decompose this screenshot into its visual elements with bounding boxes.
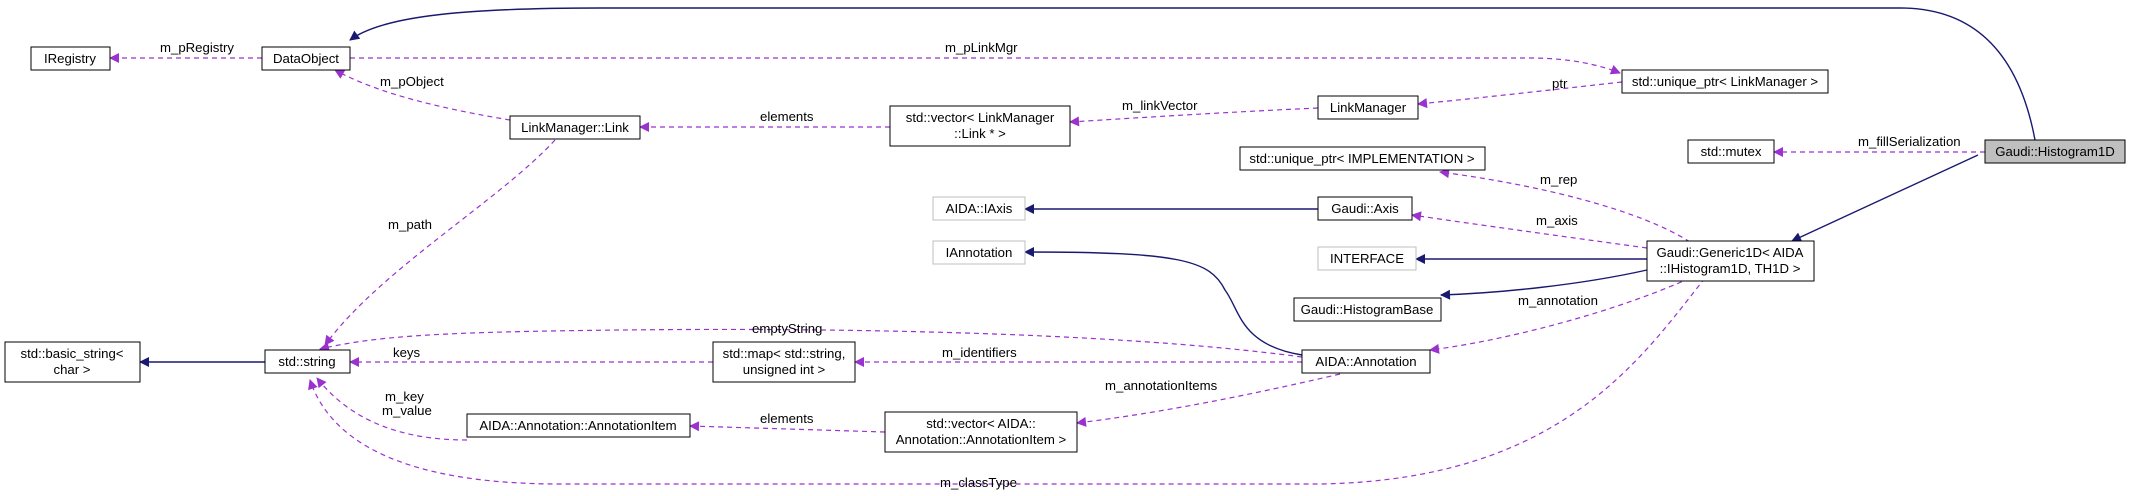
edge-aidaannotation-to-iannotation <box>1024 247 1303 356</box>
label-m-path: m_path <box>388 217 432 232</box>
edge-emptystring <box>319 328 1303 358</box>
node-std-mutex-label: std::mutex <box>1701 144 1762 159</box>
label-m-linkvector: m_linkVector <box>1122 98 1198 113</box>
usage-edges <box>109 53 1985 485</box>
node-dataobject-label: DataObject <box>273 51 339 66</box>
node-vector-annotationitem[interactable]: std::vector< AIDA:: Annotation::Annotati… <box>884 411 1078 453</box>
node-vector-link[interactable]: std::vector< LinkManager ::Link * > <box>889 105 1071 147</box>
label-keys: keys <box>393 345 421 360</box>
node-gaudi-histogrambase[interactable]: Gaudi::HistogramBase <box>1293 297 1442 322</box>
node-std-basic-string[interactable]: std::basic_string< char > <box>4 341 141 383</box>
node-vector-annotationitem-label-line1: std::vector< AIDA:: <box>926 416 1036 431</box>
edge-labels: m_pRegistry m_pLinkMgr m_pObject element… <box>160 40 1961 490</box>
label-m-fillserialization: m_fillSerialization <box>1858 134 1961 149</box>
edge-m-plinkmgr <box>350 57 1621 75</box>
node-iannotation[interactable]: IAnnotation <box>932 240 1026 265</box>
edge-elements-item <box>689 421 886 433</box>
edge-m-annotation <box>1429 277 1691 354</box>
label-ptr: ptr <box>1552 76 1568 91</box>
edge-m-axis <box>1411 211 1648 249</box>
node-aida-iaxis-label: AIDA::IAxis <box>946 201 1013 216</box>
node-aida-annotation[interactable]: AIDA::Annotation <box>1301 349 1431 374</box>
label-m-axis: m_axis <box>1536 213 1578 228</box>
edge-m-linkvector <box>1069 107 1319 127</box>
node-dataobject[interactable]: DataObject <box>261 46 351 71</box>
node-gaudi-generic1d-label-line1: Gaudi::Generic1D< AIDA <box>1657 245 1804 260</box>
edge-m-annotationitems <box>1076 373 1341 427</box>
node-std-string-label: std::string <box>278 354 335 369</box>
edge-ptr <box>1417 81 1623 109</box>
node-linkmanager-link-label: LinkManager::Link <box>521 120 629 135</box>
nodes: Gaudi::Histogram1D DataObject IRegistry … <box>4 46 2126 453</box>
label-m-value: m_value <box>382 403 432 418</box>
node-annotationitem-label: AIDA::Annotation::AnnotationItem <box>479 418 676 433</box>
node-iregistry[interactable]: IRegistry <box>30 46 111 71</box>
label-m-annotationitems: m_annotationItems <box>1105 378 1218 393</box>
node-gaudi-axis-label: Gaudi::Axis <box>1331 201 1399 216</box>
node-iannotation-label: IAnnotation <box>946 245 1013 260</box>
node-interface[interactable]: INTERFACE <box>1317 246 1417 271</box>
node-gaudi-histogram1d[interactable]: Gaudi::Histogram1D <box>1984 139 2126 164</box>
node-gaudi-generic1d-label-line2: ::IHistogram1D, TH1D > <box>1660 261 1801 276</box>
node-std-string[interactable]: std::string <box>264 349 351 374</box>
node-vector-link-label-line1: std::vector< LinkManager <box>906 110 1055 125</box>
node-std-map[interactable]: std::map< std::string, unsigned int > <box>712 341 856 383</box>
label-elements-item: elements <box>760 411 814 426</box>
label-emptystring: emptyString <box>752 321 822 336</box>
node-std-basic-string-label-line1: std::basic_string< <box>21 346 124 361</box>
node-gaudi-generic1d[interactable]: Gaudi::Generic1D< AIDA ::IHistogram1D, T… <box>1646 240 1815 282</box>
label-elements-link: elements <box>760 109 814 124</box>
edge-m-pobject <box>334 69 511 121</box>
label-m-identifiers: m_identifiers <box>942 345 1017 360</box>
node-gaudi-histogram1d-label: Gaudi::Histogram1D <box>1995 144 2114 159</box>
label-m-pobject: m_pObject <box>380 74 444 89</box>
node-vector-annotationitem-label-line2: Annotation::AnnotationItem > <box>896 432 1067 447</box>
edge-generic1d-to-histogrambase <box>1440 269 1648 300</box>
node-gaudi-axis[interactable]: Gaudi::Axis <box>1317 196 1413 221</box>
label-m-plinkmgr: m_pLinkMgr <box>945 40 1018 55</box>
label-m-rep: m_rep <box>1540 172 1577 187</box>
node-std-basic-string-label-line2: char > <box>53 362 90 377</box>
edge-m-classtype <box>308 277 1706 485</box>
edge-histogram1d-to-dataobject <box>349 7 2036 141</box>
node-interface-label: INTERFACE <box>1330 251 1404 266</box>
node-vector-link-label-line2: ::Link * > <box>954 126 1006 141</box>
node-std-map-label-line1: std::map< std::string, <box>723 346 846 361</box>
label-m-key: m_key <box>385 389 424 404</box>
node-aida-annotation-label: AIDA::Annotation <box>1315 354 1416 369</box>
edge-m-path <box>324 139 556 346</box>
node-std-map-label-line2: unsigned int > <box>743 362 826 377</box>
label-m-annotation: m_annotation <box>1518 293 1598 308</box>
node-gaudi-histogrambase-label: Gaudi::HistogramBase <box>1301 302 1434 317</box>
node-linkmanager-link[interactable]: LinkManager::Link <box>509 115 641 140</box>
node-uniqueptr-linkmanager-label: std::unique_ptr< LinkManager > <box>1632 74 1819 89</box>
node-uniqueptr-linkmanager[interactable]: std::unique_ptr< LinkManager > <box>1621 69 1829 94</box>
label-m-classtype: m_classType <box>940 475 1017 490</box>
node-uniqueptr-implementation[interactable]: std::unique_ptr< IMPLEMENTATION > <box>1239 146 1486 171</box>
node-iregistry-label: IRegistry <box>44 51 96 66</box>
node-aida-iaxis[interactable]: AIDA::IAxis <box>932 196 1026 221</box>
node-linkmanager[interactable]: LinkManager <box>1317 95 1419 120</box>
node-annotationitem[interactable]: AIDA::Annotation::AnnotationItem <box>466 413 691 438</box>
edge-histogram1d-to-generic1d <box>1791 154 1979 242</box>
inheritance-edges <box>139 7 2036 367</box>
node-uniqueptr-implementation-label: std::unique_ptr< IMPLEMENTATION > <box>1249 151 1475 166</box>
node-linkmanager-label: LinkManager <box>1330 100 1407 115</box>
label-m-pregistry: m_pRegistry <box>160 40 234 55</box>
node-std-mutex[interactable]: std::mutex <box>1687 139 1775 164</box>
